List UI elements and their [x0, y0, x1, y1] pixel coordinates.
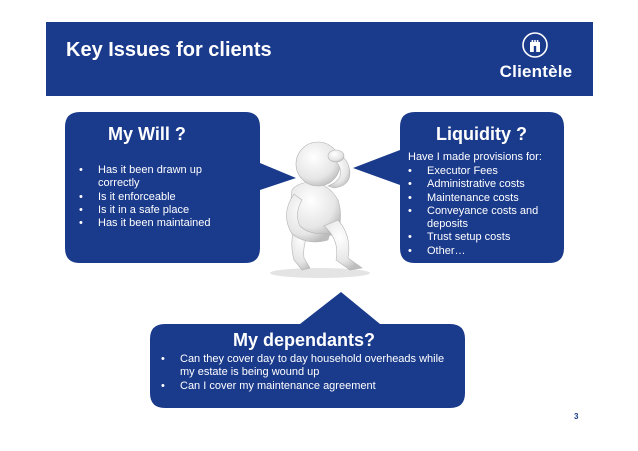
list-item: Administrative costs: [408, 178, 558, 192]
list-item: Is it in a safe place: [79, 204, 229, 218]
will-title: My Will ?: [108, 124, 186, 144]
liquidity-intro: Have I made provisions for:: [408, 151, 542, 163]
list-item: Can I cover my maintenance agreement: [161, 380, 456, 394]
dependants-title: My dependants?: [233, 330, 376, 350]
list-item: Other…: [408, 245, 558, 259]
clientele-logo: Clientèle: [493, 32, 579, 90]
will-list: Has it been drawn up correctly Is it enf…: [79, 164, 229, 231]
list-item: Has it been maintained: [79, 217, 229, 231]
liquidity-title: Liquidity ?: [436, 124, 527, 144]
liquidity-list: Executor Fees Administrative costs Maint…: [408, 165, 558, 258]
list-item: Executor Fees: [408, 165, 558, 179]
slide-header: Key Issues for clients Clientèle: [46, 22, 593, 96]
slide-title: Key Issues for clients: [66, 39, 272, 61]
list-item: Conveyance costs and deposits: [408, 205, 558, 232]
list-item: Trust setup costs: [408, 231, 558, 245]
dependants-list: Can they cover day to day household over…: [161, 353, 456, 393]
list-item: Has it been drawn up correctly: [79, 164, 229, 191]
list-item: Can they cover day to day household over…: [161, 353, 456, 380]
castle-tower-icon: [522, 32, 548, 58]
logo-wordmark: Clientèle: [499, 62, 573, 81]
list-item: Maintenance costs: [408, 192, 558, 206]
worried-person-figure-icon: [270, 141, 370, 278]
page-number: 3: [574, 412, 579, 421]
list-item: Is it enforceable: [79, 191, 229, 205]
